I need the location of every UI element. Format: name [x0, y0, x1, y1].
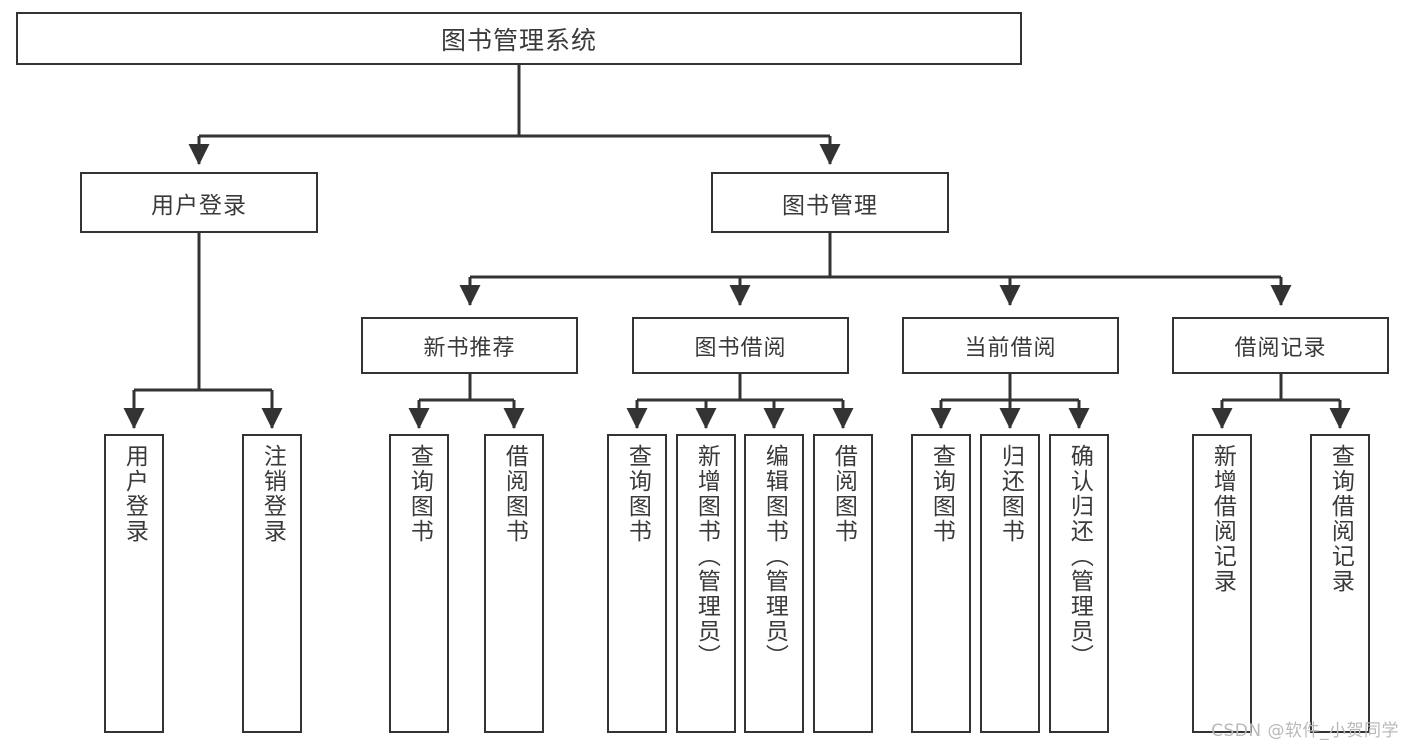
node-new-book-recommend[interactable]: 新书推荐	[361, 317, 578, 374]
node-leaf-query-record[interactable]: 查询借阅记录	[1310, 434, 1370, 733]
node-current-borrow[interactable]: 当前借阅	[902, 317, 1119, 374]
node-leaf-user-logout[interactable]: 注销登录	[242, 434, 302, 733]
node-user-login-label: 用户登录	[151, 192, 247, 219]
node-current-borrow-label: 当前借阅	[964, 335, 1057, 361]
node-leaf-query-book-3-label: 查询图书	[928, 444, 955, 544]
node-leaf-add-book[interactable]: 新增图书（管理员）	[676, 434, 736, 733]
node-leaf-query-record-label: 查询借阅记录	[1327, 444, 1354, 594]
node-leaf-edit-book-label: 编辑图书（管理员）	[761, 444, 788, 669]
node-leaf-add-record[interactable]: 新增借阅记录	[1192, 434, 1252, 733]
node-leaf-return-book-label: 归还图书	[997, 444, 1024, 544]
node-leaf-query-book-1[interactable]: 查询图书	[389, 434, 449, 733]
node-book-borrow-label: 图书借阅	[694, 335, 787, 361]
node-root-label: 图书管理系统	[440, 25, 597, 55]
node-leaf-borrow-book-2-label: 借阅图书	[830, 444, 857, 544]
node-leaf-confirm-return-label: 确认归还（管理员）	[1066, 444, 1093, 669]
node-leaf-borrow-book-2[interactable]: 借阅图书	[813, 434, 873, 733]
node-root[interactable]: 图书管理系统	[16, 12, 1022, 65]
node-book-manage-label: 图书管理	[782, 192, 878, 219]
node-leaf-user-logout-label: 注销登录	[259, 444, 286, 544]
node-user-login[interactable]: 用户登录	[80, 172, 318, 233]
node-leaf-borrow-book-1[interactable]: 借阅图书	[484, 434, 544, 733]
node-leaf-add-book-label: 新增图书（管理员）	[693, 444, 720, 669]
node-leaf-confirm-return[interactable]: 确认归还（管理员）	[1049, 434, 1109, 733]
node-leaf-edit-book[interactable]: 编辑图书（管理员）	[744, 434, 804, 733]
node-leaf-query-book-2[interactable]: 查询图书	[607, 434, 667, 733]
node-leaf-return-book[interactable]: 归还图书	[980, 434, 1040, 733]
node-leaf-user-login[interactable]: 用户登录	[104, 434, 164, 733]
node-borrow-record[interactable]: 借阅记录	[1172, 317, 1389, 374]
node-leaf-query-book-3[interactable]: 查询图书	[911, 434, 971, 733]
node-leaf-query-book-2-label: 查询图书	[624, 444, 651, 544]
node-leaf-borrow-book-1-label: 借阅图书	[501, 444, 528, 544]
node-new-book-recommend-label: 新书推荐	[423, 335, 516, 361]
node-leaf-add-record-label: 新增借阅记录	[1209, 444, 1236, 594]
node-book-borrow[interactable]: 图书借阅	[632, 317, 849, 374]
node-borrow-record-label: 借阅记录	[1234, 335, 1327, 361]
node-leaf-user-login-label: 用户登录	[121, 444, 148, 544]
node-book-manage[interactable]: 图书管理	[711, 172, 949, 233]
node-leaf-query-book-1-label: 查询图书	[406, 444, 433, 544]
